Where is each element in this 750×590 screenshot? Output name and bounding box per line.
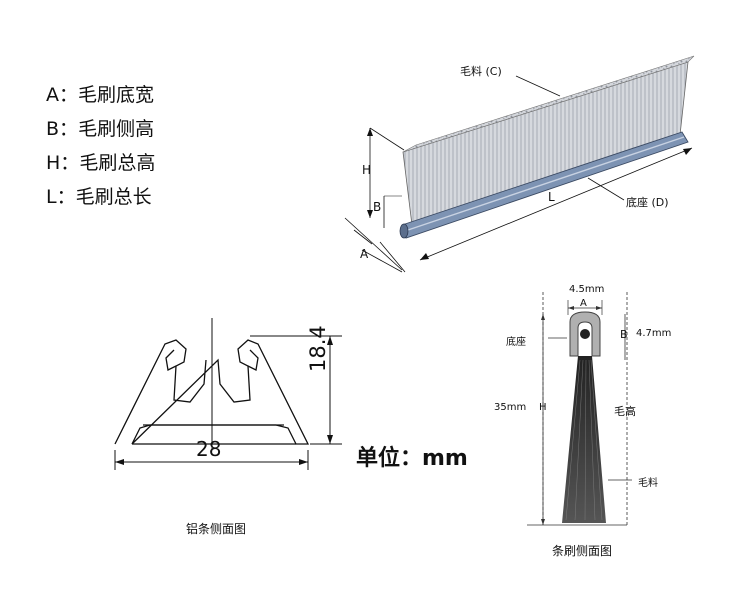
legend-row-b: B：毛刷侧高 bbox=[46, 112, 155, 146]
a-width-value: 4.5mm bbox=[569, 284, 605, 295]
side-bristle-label: 毛料 bbox=[638, 478, 658, 489]
profile-outline bbox=[114, 339, 310, 445]
legend-sep: ： bbox=[56, 186, 76, 208]
b-value: 4.7mm bbox=[636, 328, 672, 339]
bristle-height-label: 毛高 bbox=[614, 405, 636, 418]
base-label: 底座 (D) bbox=[626, 196, 669, 209]
side-base-label: 底座 bbox=[506, 337, 526, 348]
brush-side-caption: 条刷侧面图 bbox=[552, 544, 613, 558]
legend-key: L bbox=[46, 186, 57, 208]
legend-key: A bbox=[46, 84, 59, 106]
unit-label: 单位：mm bbox=[356, 446, 468, 471]
legend-row-l: L：毛刷总长 bbox=[46, 180, 155, 214]
legend-desc: 毛刷总长 bbox=[75, 186, 152, 208]
legend-desc: 毛刷总高 bbox=[79, 152, 156, 174]
legend-key: H bbox=[46, 152, 61, 174]
legend-key: B bbox=[46, 118, 60, 140]
bristle-top-face bbox=[402, 55, 695, 153]
aluminum-profile bbox=[114, 318, 342, 470]
b-letter: B bbox=[620, 328, 628, 341]
dimension-h-label: H bbox=[362, 163, 372, 177]
h-letter: H bbox=[539, 402, 547, 413]
a-letter: A bbox=[580, 298, 587, 309]
legend-sep: ： bbox=[59, 84, 79, 106]
legend-desc: 毛刷侧高 bbox=[78, 118, 155, 140]
legend-row-a: A：毛刷底宽 bbox=[46, 78, 155, 112]
total-height-value: 35mm bbox=[494, 402, 527, 413]
legend-row-h: H：毛刷总高 bbox=[46, 146, 155, 180]
legend: A：毛刷底宽 B：毛刷侧高 H：毛刷总高 L：毛刷总长 bbox=[46, 78, 155, 214]
brush-side-view bbox=[527, 292, 632, 526]
isometric-brush bbox=[344, 55, 695, 273]
profile-height-value: 18.4 bbox=[306, 325, 330, 372]
dimension-a-label: A bbox=[360, 247, 369, 261]
bristle-fan bbox=[562, 356, 606, 523]
profile-width-value: 28 bbox=[196, 437, 222, 461]
bristle-material-label: 毛料 (C) bbox=[460, 65, 502, 78]
dimension-b-label: B bbox=[373, 200, 382, 214]
dimension-l-label: L bbox=[548, 190, 555, 204]
legend-sep: ： bbox=[59, 118, 79, 140]
profile-caption: 铝条侧面图 bbox=[186, 522, 247, 536]
legend-sep: ： bbox=[60, 152, 80, 174]
legend-desc: 毛刷底宽 bbox=[78, 84, 155, 106]
holder-channel bbox=[569, 311, 601, 357]
